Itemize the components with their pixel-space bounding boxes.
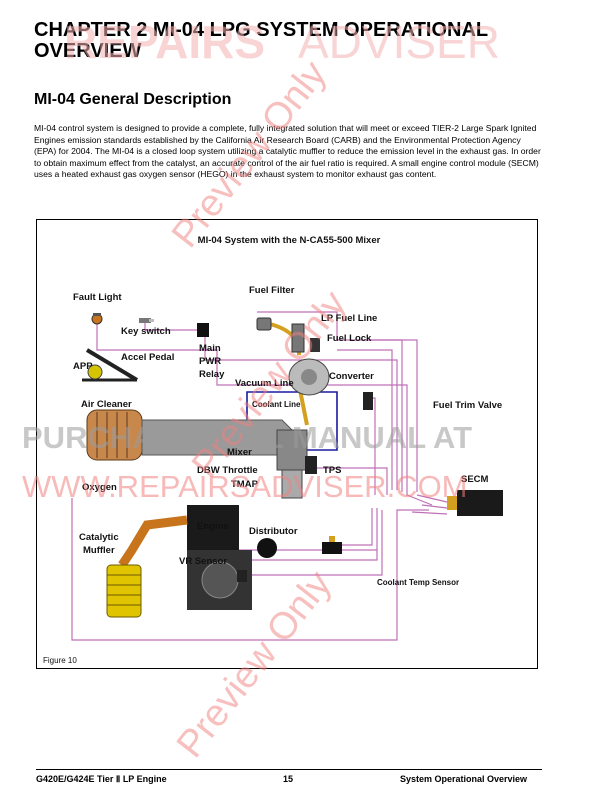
coolant-temp-sensor-icon	[237, 570, 247, 582]
engine-icon	[187, 505, 252, 610]
air-cleaner-icon	[86, 409, 143, 461]
label-vr-sensor: VR Sensor	[179, 556, 227, 567]
intake-tube	[141, 419, 298, 456]
label-secm: SECM	[461, 474, 489, 485]
label-muffler: Muffler	[83, 545, 115, 556]
footer-page-number: 15	[283, 774, 294, 784]
label-app: APP	[73, 361, 93, 372]
label-key-switch: Key switch	[121, 326, 171, 337]
label-mixer: Mixer	[227, 447, 252, 458]
accel-pedal-icon	[82, 348, 139, 382]
system-diagram-figure: MI-04 System with the N-CA55-500 Mixer F…	[36, 219, 538, 669]
fuel-lock-icon	[291, 323, 320, 353]
label-tmap: TMAP	[231, 479, 259, 490]
label-coolant-line: Coolant Line	[252, 400, 301, 409]
fault-light-icon	[91, 313, 103, 325]
figure-caption: Figure 10	[43, 656, 77, 665]
label-lp-fuel-line: LP Fuel Line	[321, 313, 377, 324]
label-fault-light: Fault Light	[73, 292, 122, 303]
main-pwr-relay-icon	[197, 323, 209, 337]
catalytic-muffler-icon	[106, 564, 142, 618]
figure-title: MI-04 System with the N-CA55-500 Mixer	[198, 235, 381, 246]
label-fuel-filter: Fuel Filter	[249, 285, 295, 296]
label-vacuum-line: Vacuum Line	[235, 378, 294, 389]
label-fuel-trim-valve: Fuel Trim Valve	[433, 400, 502, 411]
tps-icon	[305, 456, 317, 474]
body-paragraph: MI-04 control system is designed to prov…	[34, 123, 541, 180]
label-converter: Converter	[329, 371, 374, 382]
footer-rule	[36, 769, 542, 770]
label-catalytic: Catalytic	[79, 532, 119, 543]
footer-engine-model: G420E/G424E Tier Ⅱ LP Engine	[36, 774, 167, 784]
secm-icon	[447, 490, 503, 516]
converter-icon	[288, 358, 330, 396]
label-dbw-throttle: DBW Throttle	[197, 465, 258, 476]
mixer-icon	[276, 429, 308, 499]
label-fuel-lock: Fuel Lock	[327, 333, 372, 344]
section-title: MI-04 General Description	[34, 91, 232, 108]
label-air-cleaner: Air Cleaner	[81, 399, 132, 410]
label-coolant-temp-sensor: Coolant Temp Sensor	[377, 578, 459, 587]
label-engine: Engine	[197, 521, 229, 532]
fuel-filter-icon	[256, 317, 272, 331]
system-diagram: MI-04 System with the N-CA55-500 Mixer F…	[43, 235, 503, 665]
exhaust-pipe	[118, 515, 188, 568]
fuel-trim-valve-icon	[363, 392, 373, 410]
label-oxygen: Oxygen	[82, 482, 117, 493]
label-main-pwr-relay-3: Relay	[199, 369, 225, 380]
label-main-pwr-relay-2: PWR	[199, 356, 221, 367]
chapter-title: CHAPTER 2 MI-04 LPG SYSTEM OPERATIONAL O…	[34, 19, 488, 62]
footer-section-name: System Operational Overview	[400, 774, 528, 784]
label-tps: TPS	[323, 465, 341, 476]
distributor-icon	[257, 536, 342, 558]
key-switch-icon	[139, 318, 154, 323]
label-main-pwr-relay-1: Main	[199, 343, 221, 354]
label-accel-pedal: Accel Pedal	[121, 352, 174, 363]
label-distributor: Distributor	[249, 526, 298, 537]
wiring-harness	[71, 311, 448, 641]
